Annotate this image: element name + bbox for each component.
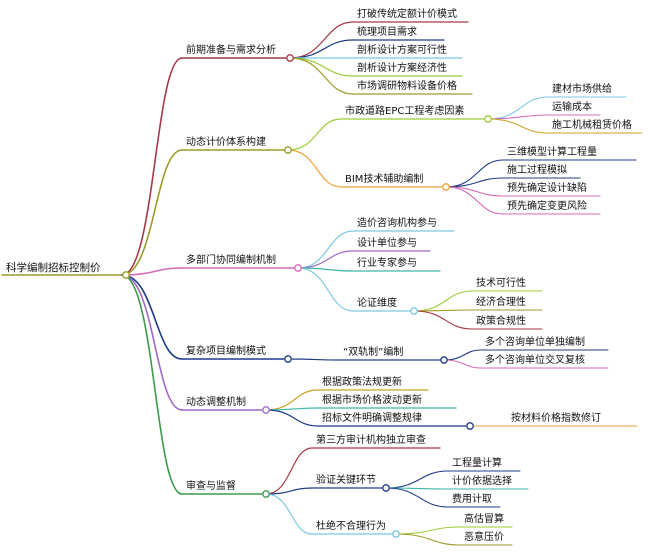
edge-branch-1 xyxy=(121,149,183,276)
branch-topic-3[interactable]: 复杂项目编制模式 xyxy=(186,346,266,357)
leaf-2-3-1[interactable]: 经济合理性 xyxy=(476,297,526,308)
subtopic-2-1[interactable]: 设计单位参与 xyxy=(357,238,417,249)
edge-sub-3-0 xyxy=(287,358,340,361)
subtopic-5-1[interactable]: 验证关键环节 xyxy=(316,475,376,486)
subtopic-1-0[interactable]: 市政道路EPC工程考虑因素 xyxy=(345,106,465,117)
subtopic-0-1[interactable]: 梳理项目需求 xyxy=(357,27,417,38)
subtopic-4-1[interactable]: 根据市场价格波动更新 xyxy=(322,395,422,406)
collapse-knob-1[interactable] xyxy=(284,146,292,154)
subtopic-4-0[interactable]: 根据政策法规更新 xyxy=(322,377,402,388)
leaf-2-3-2[interactable]: 政策合规性 xyxy=(476,316,526,327)
edge-leaf-3-0-1 xyxy=(443,359,482,369)
leaf-2-3-0[interactable]: 技术可行性 xyxy=(476,278,526,289)
subtopic-0-0[interactable]: 打破传统定额计价模式 xyxy=(357,9,457,20)
subtopic-5-0[interactable]: 第三方审计机构独立审查 xyxy=(316,435,426,446)
edge-branch-2 xyxy=(121,267,183,276)
leaf-5-1-2[interactable]: 费用计取 xyxy=(452,494,492,505)
edge-branch-3 xyxy=(121,274,183,360)
leaf-5-1-0[interactable]: 工程量计算 xyxy=(452,458,502,469)
edge-sub-4-2 xyxy=(265,409,319,427)
collapse-knob-1-0[interactable] xyxy=(484,115,492,123)
leaf-5-2-0[interactable]: 高估冒算 xyxy=(464,514,504,525)
leaf-1-0-1[interactable]: 运输成本 xyxy=(552,102,592,113)
collapse-knob-1-1[interactable] xyxy=(442,183,450,191)
subtopic-2-2[interactable]: 行业专家参与 xyxy=(357,258,417,269)
subtopic-2-0[interactable]: 造价咨询机构参与 xyxy=(357,218,437,229)
edge-sub-0-4 xyxy=(289,57,354,95)
subtopic-3-0[interactable]: “双轨制”编制 xyxy=(343,347,404,358)
leaf-3-0-0[interactable]: 多个咨询单位单独编制 xyxy=(485,337,585,348)
leaf-1-1-1[interactable]: 施工过程模拟 xyxy=(507,165,567,176)
collapse-knob-root[interactable] xyxy=(122,271,130,279)
branch-topic-2[interactable]: 多部门协同编制机制 xyxy=(186,255,276,266)
subtopic-0-2[interactable]: 剖析设计方案可行性 xyxy=(357,45,447,56)
collapse-knob-2[interactable] xyxy=(294,264,302,272)
leaf-1-0-2[interactable]: 施工机械租赁价格 xyxy=(552,120,632,131)
leaf-1-1-3[interactable]: 预先确定变更风险 xyxy=(507,201,587,212)
branch-topic-0[interactable]: 前期准备与需求分析 xyxy=(186,45,276,56)
leaf-3-0-1[interactable]: 多个咨询单位交叉复核 xyxy=(485,355,585,366)
edge-branch-0 xyxy=(121,57,183,276)
edge-leaf-2-3-2 xyxy=(413,310,473,330)
collapse-knob-3-0[interactable] xyxy=(440,356,448,364)
subtopic-0-3[interactable]: 剖析设计方案经济性 xyxy=(357,63,447,74)
leaf-1-1-0[interactable]: 三维模型计算工程量 xyxy=(507,147,597,158)
edge-leaf-5-2-1 xyxy=(395,533,461,546)
collapse-knob-4[interactable] xyxy=(262,406,270,414)
root-topic[interactable]: 科学编制招标控制价 xyxy=(6,262,101,274)
edge-sub-5-1 xyxy=(265,487,313,495)
collapse-knob-5-1[interactable] xyxy=(382,484,390,492)
subtopic-5-2[interactable]: 杜绝不合理行为 xyxy=(316,521,386,532)
collapse-knob-5-2[interactable] xyxy=(392,530,400,538)
branch-topic-1[interactable]: 动态计价体系构建 xyxy=(186,137,266,148)
collapse-knob-5[interactable] xyxy=(262,490,270,498)
leaf-1-1-2[interactable]: 预先确定设计缺陷 xyxy=(507,183,587,194)
edge-leaf-1-1-3 xyxy=(445,186,504,215)
edge-sub-1-1 xyxy=(287,149,342,188)
edge-sub-2-2 xyxy=(297,267,354,272)
branch-topic-4[interactable]: 动态调整机制 xyxy=(186,397,246,408)
edge-sub-5-0 xyxy=(265,447,313,495)
edge-branch-5 xyxy=(121,274,183,495)
collapse-knob-3[interactable] xyxy=(284,355,292,363)
branch-topic-5[interactable]: 审查与监督 xyxy=(186,481,236,492)
subtopic-0-4[interactable]: 市场调研物料设备价格 xyxy=(357,81,457,92)
leaf-1-0-0[interactable]: 建材市场供给 xyxy=(552,84,612,95)
edge-sub-2-3 xyxy=(297,267,354,312)
collapse-knob-2-3[interactable] xyxy=(410,307,418,315)
subtopic-1-1[interactable]: BIM技术辅助编制 xyxy=(345,174,424,185)
leaf-4-2-0[interactable]: 按材料价格指数修订 xyxy=(511,413,601,424)
edge-sub-1-0 xyxy=(287,118,342,151)
leaf-5-2-1[interactable]: 恶意压价 xyxy=(464,532,504,543)
edge-sub-5-2 xyxy=(265,493,313,535)
edge-leaf-1-0-2 xyxy=(487,118,549,134)
subtopic-2-3[interactable]: 论证维度 xyxy=(357,298,397,309)
edge-leaf-5-1-2 xyxy=(385,487,449,508)
collapse-knob-0[interactable] xyxy=(286,54,294,62)
edge-branch-4 xyxy=(121,274,183,411)
collapse-knob-4-2[interactable] xyxy=(466,422,474,430)
leaf-5-1-1[interactable]: 计价依据选择 xyxy=(452,476,512,487)
subtopic-4-2[interactable]: 招标文件明确调整规律 xyxy=(322,413,422,424)
